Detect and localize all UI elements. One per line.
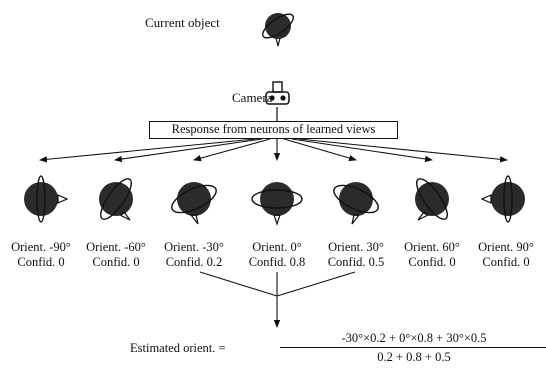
current-object-icon [262, 13, 294, 47]
view-label-90: Orient. 90° Confid. 0 [466, 240, 546, 269]
estimate-numerator: -30°×0.2 + 0°×0.8 + 30°×0.5 [341, 331, 487, 345]
view-label-30: Orient. 30° Confid. 0.5 [316, 240, 396, 269]
learned-view-minus90-icon [24, 175, 68, 223]
learned-view-0-icon [251, 182, 303, 226]
view-orientation: Orient. -30° [164, 240, 224, 254]
view-label-0: Orient. 0° Confid. 0.8 [237, 240, 317, 269]
fan-arrow [298, 138, 508, 163]
view-label-minus30: Orient. -30° Confid. 0.2 [154, 240, 234, 269]
fan-arrow [283, 138, 357, 162]
estimate-denominator: 0.2 + 0.8 + 0.5 [377, 350, 451, 364]
converge-line [276, 271, 356, 297]
view-confidence: Confid. 0.8 [248, 254, 306, 269]
estimate-fraction: -30°×0.2 + 0°×0.8 + 30°×0.5 0.2 + 0.8 + … [280, 331, 546, 365]
current-object-label: Current object [145, 15, 220, 30]
camera-label: Camera [232, 90, 273, 105]
learned-view-minus30-icon [171, 182, 217, 225]
response-box-label: Response from neurons of learned views [171, 122, 376, 136]
view-orientation: Orient. 30° [328, 240, 384, 254]
view-confidence: Confid. 0.5 [327, 254, 385, 269]
view-confidence: Confid. 0.2 [165, 254, 223, 269]
view-confidence: Confid. 0 [92, 254, 140, 269]
view-confidence: Confid. 0 [17, 254, 65, 269]
fan-arrow [114, 138, 263, 163]
learned-view-90-icon [481, 175, 525, 223]
learned-view-minus60-icon [99, 178, 133, 221]
response-box: Response from neurons of learned views [149, 121, 398, 139]
view-orientation: Orient. -90° [11, 240, 71, 254]
learned-view-60-icon [415, 178, 449, 221]
view-confidence: Confid. 0 [408, 254, 456, 269]
view-orientation: Orient. 90° [478, 240, 534, 254]
fan-arrow [291, 138, 433, 163]
view-label-minus60: Orient. -60° Confid. 0 [76, 240, 156, 269]
fan-arrow [39, 138, 256, 163]
view-orientation: Orient. 60° [404, 240, 460, 254]
view-orientation: Orient. -60° [86, 240, 146, 254]
view-confidence: Confid. 0 [482, 254, 530, 269]
view-label-minus90: Orient. -90° Confid. 0 [1, 240, 81, 269]
fan-arrow [193, 138, 271, 162]
view-orientation: Orient. 0° [252, 240, 302, 254]
view-label-60: Orient. 60° Confid. 0 [392, 240, 472, 269]
camera-icon [265, 81, 290, 105]
estimate-label: Estimated orient. = [130, 341, 226, 355]
converge-line [199, 271, 278, 297]
fraction-bar [280, 347, 546, 348]
learned-view-30-icon [333, 182, 379, 225]
